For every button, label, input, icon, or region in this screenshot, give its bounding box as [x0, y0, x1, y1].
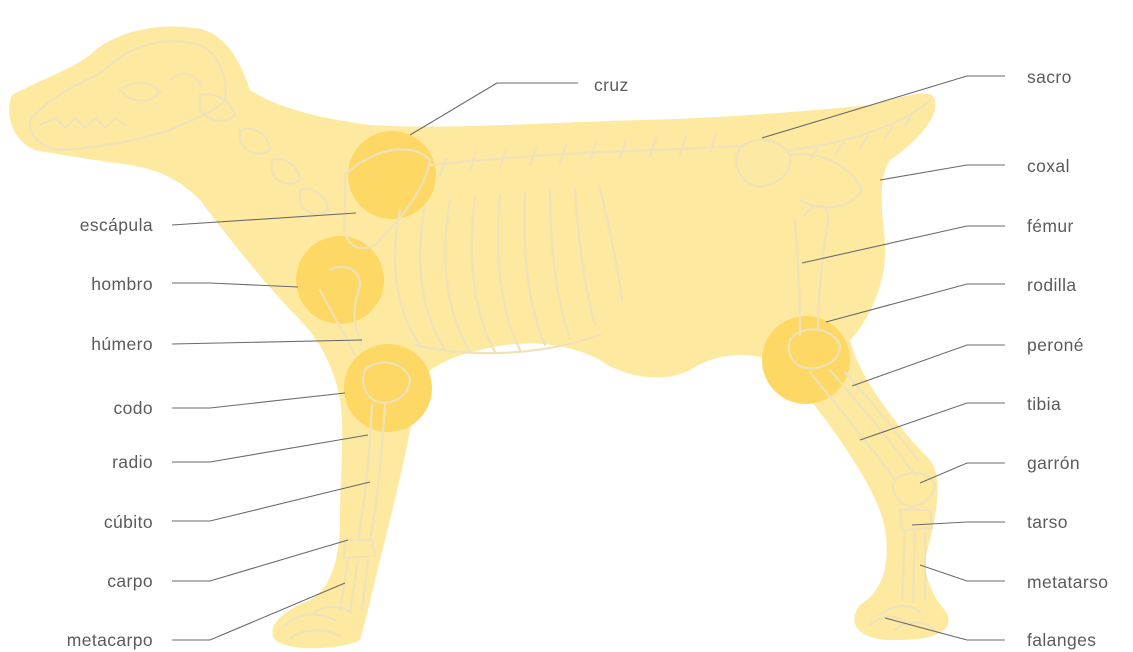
cruz-joint — [348, 131, 436, 219]
label-falanges: falanges — [1027, 630, 1096, 650]
codo-joint — [344, 344, 432, 432]
label-cubito: cúbito — [104, 512, 153, 532]
label-femur: fémur — [1027, 216, 1074, 236]
label-radio: radio — [112, 452, 153, 472]
label-escapula: escápula — [80, 215, 153, 235]
label-coxal: coxal — [1027, 156, 1070, 176]
hombro-joint — [296, 236, 384, 324]
label-metacarpo: metacarpo — [67, 630, 153, 650]
label-metatarso: metatarso — [1027, 572, 1108, 592]
label-garron: garrón — [1027, 453, 1080, 473]
label-humero: húmero — [91, 334, 153, 354]
label-hombro: hombro — [91, 274, 153, 294]
label-cruz: cruz — [594, 75, 629, 95]
label-rodilla: rodilla — [1027, 275, 1077, 295]
label-codo: codo — [113, 398, 153, 418]
label-tibia: tibia — [1027, 394, 1061, 414]
label-sacro: sacro — [1027, 67, 1072, 87]
label-carpo: carpo — [107, 571, 153, 591]
label-perone: peroné — [1027, 335, 1084, 355]
label-tarso: tarso — [1027, 512, 1068, 532]
